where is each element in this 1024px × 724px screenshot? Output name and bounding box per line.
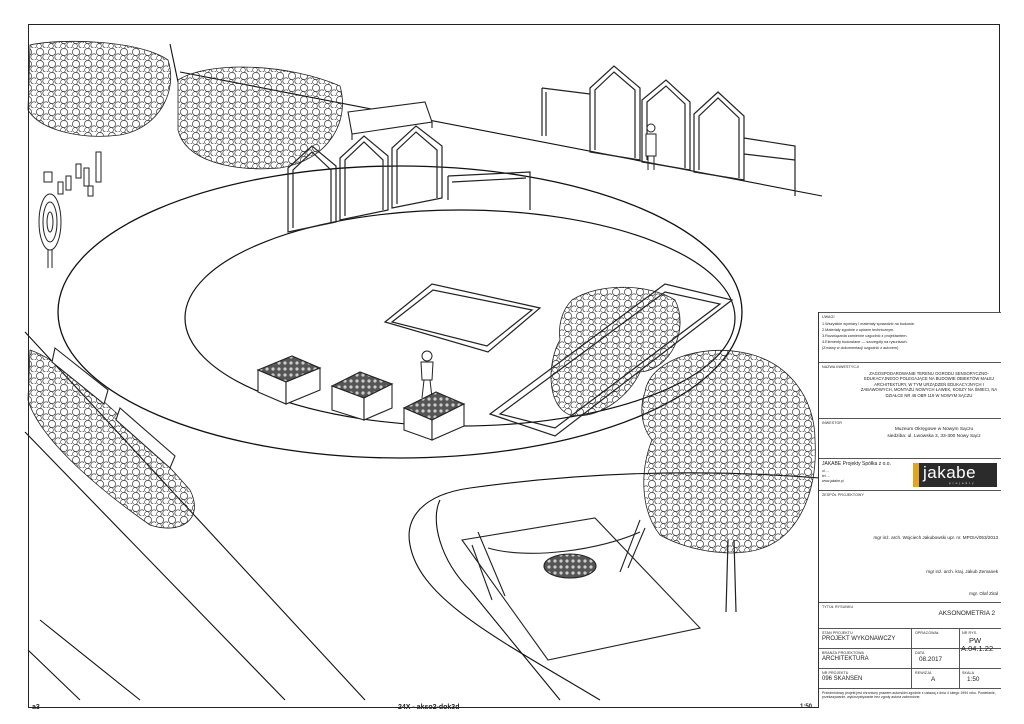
notes-line-2: 2.Materiały zgodnie z opisem technicznym… bbox=[822, 328, 895, 332]
revision-label: REWIZJA bbox=[915, 671, 932, 675]
house-frames-left bbox=[287, 125, 531, 233]
project-no-label: NR PROJEKTU bbox=[822, 671, 849, 675]
team-label: ZESPÓŁ PROJEKTOWY bbox=[822, 493, 864, 497]
revision: A bbox=[931, 676, 936, 683]
project-name-section: NAZWA INWESTYCJI ZAGOSPODAROWANIE TERENU… bbox=[819, 362, 1001, 418]
sensory-dial bbox=[38, 171, 62, 268]
outer-path-ellipse bbox=[57, 165, 743, 459]
project-no-row: NR PROJEKTU 096 SKANSEN REWIZJA A SKALA … bbox=[819, 668, 1001, 688]
company-section: JAKABE Projekty Spółka z o.o. ul. ... te… bbox=[819, 458, 1001, 490]
notes-section: UWAGI 1.Wszystkie wymiary i materiały sp… bbox=[819, 312, 1001, 362]
notes-line-3: 3.Rozwiązania zamienne uzgodnić z projek… bbox=[822, 334, 908, 338]
swing-area bbox=[461, 517, 702, 661]
date: 08.2017 bbox=[919, 656, 943, 663]
investor-name: Muzeum Okręgowe w Nowym Sączu bbox=[894, 427, 974, 432]
planter-box bbox=[402, 391, 466, 441]
branch: ARCHITEKTURA bbox=[822, 656, 869, 662]
investor-label: INWESTOR bbox=[822, 421, 843, 425]
sandbox bbox=[383, 283, 542, 353]
bench-left bbox=[51, 347, 176, 469]
notes-header: UWAGI bbox=[822, 315, 835, 319]
shrub-group bbox=[27, 40, 816, 554]
company-line-2: tel. ... bbox=[822, 474, 831, 478]
drawing-title-label: TYTUŁ RYSUNKU bbox=[822, 605, 854, 609]
project-no: 096 SKANSEN bbox=[822, 676, 863, 682]
house-frames-right bbox=[541, 65, 796, 196]
company-line-1: ul. ... bbox=[822, 469, 830, 473]
stage: PROJEKT WYKONAWCZY bbox=[822, 636, 896, 642]
child-figure bbox=[420, 350, 434, 399]
corner-mark: a3 bbox=[32, 704, 40, 711]
drawing-no: A.04.1.22 bbox=[961, 644, 994, 653]
logo-word: jakabe bbox=[923, 463, 977, 482]
project-name: ZAGOSPODAROWANIE TERENU OGRODU SENSORYCZ… bbox=[860, 371, 998, 398]
branch-label: BRANŻA PROJEKTOWA bbox=[822, 651, 865, 655]
notes-line-4: 4.Elementy budowlane — szczegóły na rysu… bbox=[822, 340, 908, 344]
team-section: ZESPÓŁ PROJEKTOWY mgr inż. arch. Wojciec… bbox=[819, 490, 1001, 602]
child-figure bbox=[645, 123, 657, 170]
logo-sub: projekty bbox=[949, 481, 976, 485]
logo-accent bbox=[913, 463, 919, 487]
company-line-3: www.jakabe.pl bbox=[822, 479, 844, 483]
drawing-no-prefix: PW bbox=[969, 636, 982, 645]
stage-label: STAN PROJEKTU bbox=[822, 631, 853, 635]
branch-row: BRANŻA PROJEKTOWA ARCHITEKTURA DATA 08.2… bbox=[819, 644, 1001, 668]
sensory-posts bbox=[57, 151, 102, 197]
drawing-title: AKSONOMETRIA 2 bbox=[938, 610, 995, 617]
drawing-no-label: NR RYS. bbox=[962, 631, 978, 635]
investor-address: siedziba: ul. Lwowska 3, 33-300 Nowy Sąc… bbox=[887, 434, 981, 439]
notes-line-1: 1.Wszystkie wymiary i materiały sprawdzi… bbox=[822, 322, 916, 326]
bench bbox=[347, 101, 433, 140]
title-block: UWAGI 1.Wszystkie wymiary i materiały sp… bbox=[818, 312, 1001, 708]
company-name: JAKABE Projekty Spółka z o.o. bbox=[822, 461, 891, 467]
date-label: DATA bbox=[915, 651, 925, 655]
investor-section: INWESTOR Muzeum Okręgowe w Nowym Sączu s… bbox=[819, 418, 1001, 458]
planter-box bbox=[330, 371, 394, 421]
company-logo: jakabe projekty bbox=[913, 463, 997, 487]
scale: 1:50 bbox=[967, 676, 980, 683]
scale-label: SKALA bbox=[962, 671, 975, 675]
copyright: Przedmiotowy projekt jest chroniony praw… bbox=[822, 691, 996, 700]
prepared-label: OPRACOWAŁ bbox=[915, 631, 940, 635]
notes-line-5: (Zmiany w dokumentacji uzgodnić z autore… bbox=[822, 346, 899, 350]
tree-trunk bbox=[725, 539, 737, 613]
raised-bed-long bbox=[488, 283, 734, 437]
copyright-section: Przedmiotowy projekt jest chroniony praw… bbox=[819, 688, 1001, 708]
stage-row: STAN PROJEKTU PROJEKT WYKONAWCZY OPRACOW… bbox=[819, 628, 1001, 689]
drawing-title-section: TYTUŁ RYSUNKU AKSONOMETRIA 2 bbox=[819, 602, 1001, 628]
team-member-3: mgr. Olaf Ziral bbox=[969, 591, 998, 596]
planter-box bbox=[256, 355, 322, 405]
file-label: 24X - akso2-dok3d bbox=[398, 704, 460, 711]
team-member-2: mgr inż. arch. kraj. Jakub Zemanek bbox=[926, 569, 998, 574]
team-member-1: mgr inż. arch. Wojciech Jakubowski upr. … bbox=[873, 535, 998, 540]
scale-mark: 1:50 bbox=[800, 704, 813, 710]
project-name-label: NAZWA INWESTYCJI bbox=[822, 365, 860, 369]
